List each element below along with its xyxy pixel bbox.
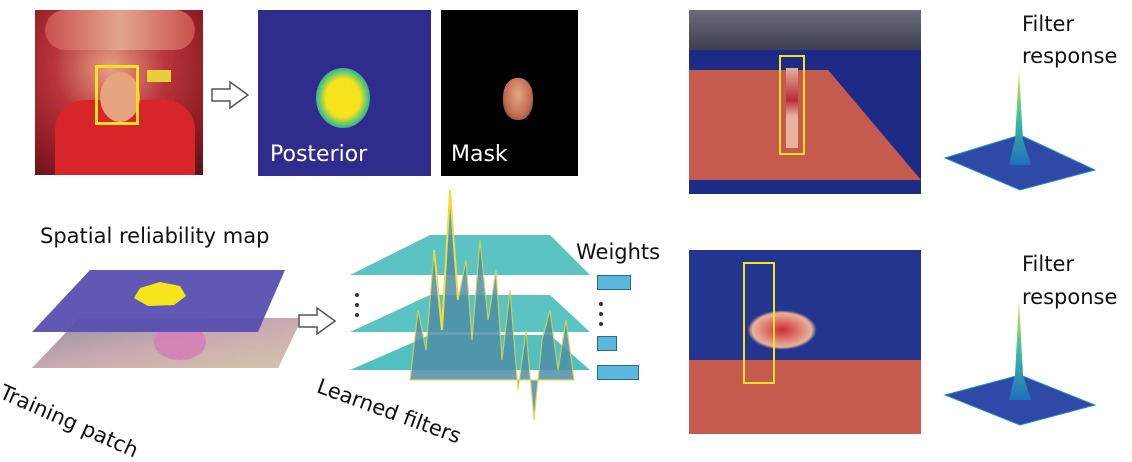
arrow-right-icon — [298, 306, 337, 336]
crowd — [689, 10, 921, 50]
track-floor — [689, 70, 921, 180]
weight-bar-1 — [597, 275, 631, 290]
posterior-blob — [316, 68, 370, 128]
filter-response-label-1a: Filter — [1022, 12, 1075, 36]
posterior-panel: Posterior — [258, 10, 431, 176]
source-image — [35, 10, 203, 175]
player-face — [100, 72, 140, 122]
weights-dots — [599, 302, 603, 326]
filter-response-label-1b: response — [1022, 44, 1118, 68]
weight-bar-2 — [597, 336, 617, 351]
armband — [147, 70, 171, 82]
gymnast — [747, 310, 817, 350]
filter-response-surface-2 — [943, 300, 1097, 426]
gymnastics-frame-2 — [689, 250, 921, 434]
mask-label: Mask — [451, 142, 508, 167]
tracking-box — [743, 262, 775, 384]
tracking-box — [95, 65, 139, 125]
reliability-blob — [134, 282, 186, 306]
gymnastics-frame-1 — [689, 10, 921, 194]
posterior-label: Posterior — [270, 142, 368, 167]
reliability-map-label: Spatial reliability map — [40, 224, 270, 248]
raised-arms — [45, 10, 195, 50]
filter-response-surface-1 — [943, 70, 1097, 191]
tracking-box — [779, 55, 805, 155]
track-floor — [689, 360, 921, 434]
reliability-diagram — [32, 270, 302, 368]
mask-face — [503, 78, 533, 120]
filter-response-label-2b: response — [1022, 285, 1118, 309]
gymnast — [786, 68, 798, 148]
arrow-right-icon — [211, 80, 250, 110]
filter-response-label-2a: Filter — [1022, 252, 1075, 276]
mask-panel: Mask — [441, 10, 578, 176]
weights-label: Weights — [576, 240, 661, 264]
filter-plane-1 — [350, 235, 590, 275]
training-patch-person — [154, 324, 206, 360]
learned-filters-diagram — [350, 189, 590, 421]
weight-bar-3 — [597, 365, 639, 380]
